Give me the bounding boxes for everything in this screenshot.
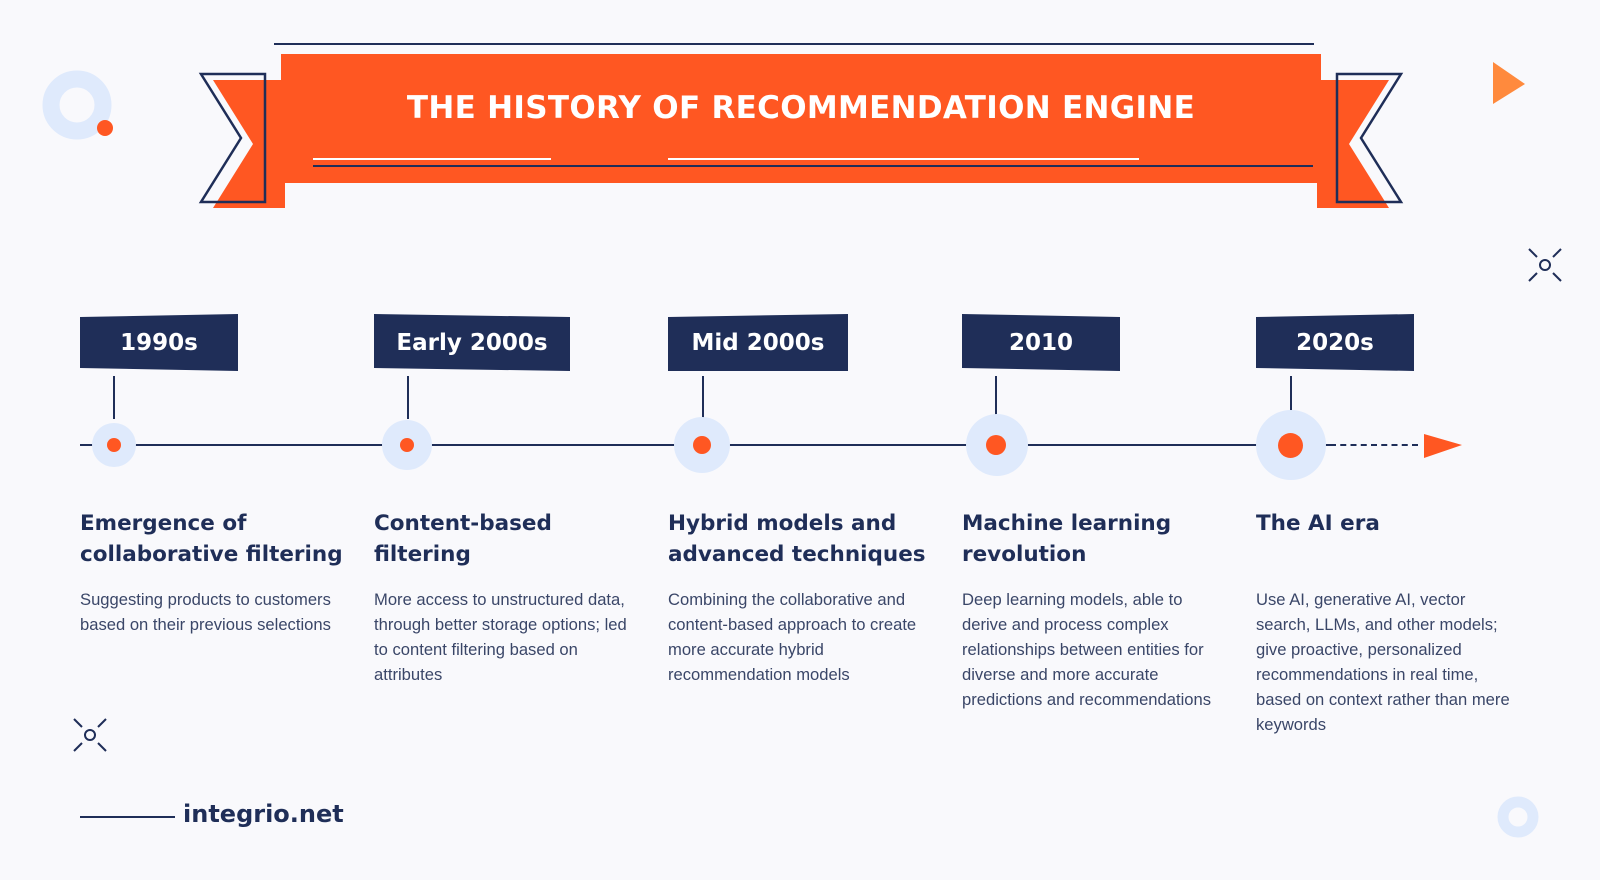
milestone-marker-dot (1278, 433, 1303, 458)
milestone-year-tag: Early 2000s (374, 314, 570, 371)
milestone-connector (995, 376, 997, 419)
timeline-dashed-extension (1330, 444, 1418, 446)
milestone-description: Suggesting products to customers based o… (80, 590, 331, 634)
milestone-title: Machine learning revolution (962, 511, 1172, 567)
page-title: THE HISTORY OF RECOMMENDATION ENGINE (406, 90, 1196, 126)
play-triangle-icon (1493, 62, 1525, 104)
milestone-year-tag: 2010 (962, 314, 1120, 371)
milestone-marker-dot (107, 438, 121, 452)
sparkle-ring-icon (73, 718, 107, 752)
brand-name: integrio.net (183, 800, 344, 828)
banner-underline (668, 158, 1139, 160)
milestone-marker-dot (400, 438, 414, 452)
milestone-title: Content-based filtering (374, 511, 552, 567)
banner-ribbon-left (198, 72, 285, 208)
sparkle-ring-icon (1528, 248, 1562, 282)
banner-top-line (274, 43, 1314, 45)
title-banner: THE HISTORY OF RECOMMENDATION ENGINE (281, 54, 1321, 183)
ring-dot-icon (42, 70, 113, 140)
milestone-description: More access to unstructured data, throug… (374, 590, 627, 684)
milestone-description: Combining the collaborative and content-… (668, 590, 917, 684)
milestone-connector (702, 376, 704, 419)
milestone-connector (407, 376, 409, 419)
milestone-description: Use AI, generative AI, vector search, LL… (1256, 590, 1510, 734)
milestone-connector (1290, 376, 1292, 419)
milestone-year-tag: 1990s (80, 314, 238, 371)
milestone-marker-dot (693, 436, 711, 454)
milestone-title: The AI era (1256, 511, 1380, 536)
milestone-year-tag: 2020s (1256, 314, 1414, 371)
milestone-title: Emergence of collaborative filtering (80, 511, 343, 567)
milestone-description: Deep learning models, able to derive and… (962, 590, 1212, 709)
banner-underline (313, 158, 551, 160)
small-ring-icon (1497, 796, 1539, 838)
milestone-title: Hybrid models and advanced techniques (668, 511, 926, 567)
banner-ribbon-right (1317, 72, 1404, 208)
footer-line (80, 816, 175, 818)
milestone-marker-dot (986, 435, 1006, 455)
arrow-head-icon (1424, 434, 1462, 458)
banner-underline (313, 165, 1313, 167)
milestone-year-tag: Mid 2000s (668, 314, 848, 371)
milestone-connector (113, 376, 115, 419)
